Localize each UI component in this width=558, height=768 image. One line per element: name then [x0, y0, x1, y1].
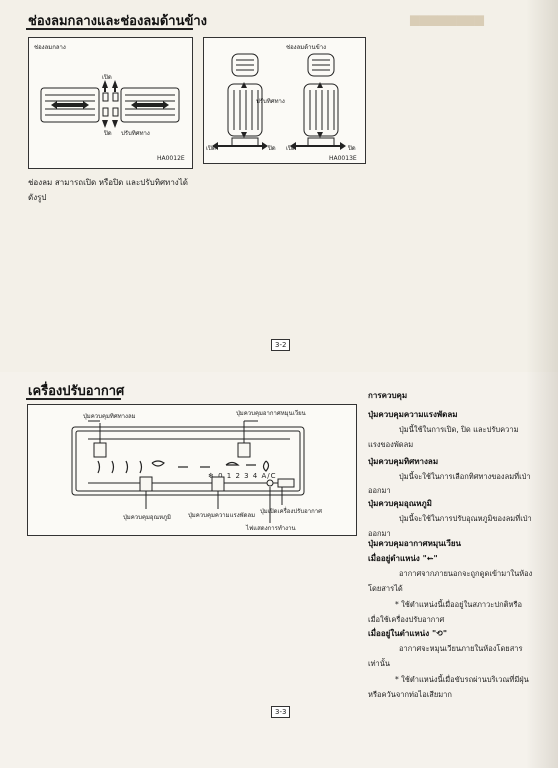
label-temp-control: ปุ่มควบคุมอุณหภูมิ: [123, 514, 171, 521]
position2-text-1: อากาศจะหมุนเวียนภายในห้องโดยสาร: [399, 644, 523, 653]
figure-ac-panel: ปุ่มควบคุมทิศทางลม ปุ่มควบคุมอากาศหมุนเว…: [27, 404, 357, 536]
temp-heading: ปุ่มควบคุมอุณหภูมิ: [368, 499, 432, 508]
page-number: 3-3: [271, 706, 291, 718]
direction-text-2: ออกมา: [368, 486, 391, 495]
figure-side-vents: ช่องลมด้านข้าง ปรับทิศทาง เปิด ปิด เปิด …: [203, 37, 366, 164]
temp-text-2: ออกมา: [368, 529, 391, 538]
recirc-heading: ปุ่มควบคุมอากาศหมุนเวียน: [368, 539, 462, 548]
label-open-right: เปิด: [286, 145, 296, 152]
label-close: ปิด: [104, 130, 112, 137]
position2-note-2: หรือควันจากท่อไอเสียมาก: [368, 690, 452, 699]
section-heading-aircon: เครื่องปรับอากาศ: [28, 384, 125, 399]
heading-underline: [26, 28, 193, 30]
label-recirc-control: ปุ่มควบคุมอากาศหมุนเวียน: [236, 410, 306, 417]
position1-note-1: * ใช้ตำแหน่งนี้เมื่ออยู่ในสภาวะปกติหรือ: [395, 600, 522, 609]
label-adjust: ปรับทิศทาง: [121, 130, 150, 137]
label-direction-control: ปุ่มควบคุมทิศทางลม: [83, 413, 136, 420]
label-open-left: เปิด: [206, 145, 216, 152]
page-shadow: [526, 372, 558, 768]
bleed-through-text: ▆▆▆▆▆▆▆▆: [410, 12, 484, 26]
section-heading-vents: ช่องลมกลางและช่องลมด้านข้าง: [28, 14, 208, 29]
position2-note-1: * ใช้ตำแหน่งนี้เมื่อขับรถผ่านบริเวณที่มี…: [395, 675, 529, 684]
direction-heading: ปุ่มควบคุมทิศทางลม: [368, 457, 439, 466]
label-open: เปิด: [102, 74, 112, 81]
position2-heading: เมื่ออยู่ในตำแหน่ง "⟲": [368, 629, 447, 638]
page-number: 3-2: [271, 339, 291, 351]
label-close-left: ปิด: [268, 145, 276, 152]
position2-text-2: เท่านั้น: [368, 659, 390, 668]
position1-text-2: โดยสารได้: [368, 584, 403, 593]
temp-text-1: ปุ่มนี้จะใช้ในการปรับอุณหภูมิของลมที่เป่…: [399, 514, 532, 523]
figure-code: HA0013E: [329, 155, 357, 162]
label-ac-button: ปุ่มเปิดเครื่องปรับอากาศ: [260, 508, 322, 515]
heading-underline: [26, 398, 121, 400]
position1-heading: เมื่ออยู่ตำแหน่ง "⇜": [368, 554, 438, 563]
controls-title: การควบคุม: [368, 391, 408, 400]
label-close-right: ปิด: [348, 145, 356, 152]
ac-panel-drawing: [71, 420, 305, 523]
page-bottom: เครื่องปรับอากาศ ปุ่มควบคุมทิศทางลม ปุ่ม…: [0, 372, 558, 768]
fan-heading: ปุ่มควบคุมความแรงพัดลม: [368, 410, 458, 419]
position1-note-2: เมื่อใช้เครื่องปรับอากาศ: [368, 615, 445, 624]
label-adjust: ปรับทิศทาง: [256, 98, 285, 105]
vents-description: ช่องลม สามารถเปิด หรือปิด และปรับทิศทางไ…: [28, 178, 188, 202]
center-vents-drawing: [40, 80, 180, 128]
figure-center-vents: ช่องลมกลาง เปิด ปิด ปรับทิศทาง HA0012E: [28, 37, 193, 169]
fan-scale: ❄ 0 1 2 3 4 A/C: [208, 472, 277, 480]
fan-text-2: แรงของพัดลม: [368, 440, 414, 449]
position1-text-1: อากาศจากภายนอกจะถูกดูดเข้ามาในห้อง: [399, 569, 533, 578]
fan-text-1: ปุ่มนี้ใช้ในการเปิด, ปิด และปรับความ: [399, 425, 519, 434]
label-indicator-lamp: ไฟแสดงการทำงาน: [246, 525, 296, 532]
figure-label: ช่องลมด้านข้าง: [286, 44, 327, 51]
direction-text-1: ปุ่มนี้จะใช้ในการเลือกทิศทางของลมที่เป่า: [399, 472, 531, 481]
label-fan-control: ปุ่มควบคุมความแรงพัดลม: [188, 512, 256, 519]
page-shadow: [526, 0, 558, 372]
figure-label: ช่องลมกลาง: [34, 44, 66, 51]
page-top: ▆▆▆▆▆▆▆▆ ช่องลมกลางและช่องลมด้านข้าง ช่อ…: [0, 0, 558, 372]
figure-code: HA0012E: [157, 155, 185, 162]
side-vents-drawing: [212, 53, 346, 150]
